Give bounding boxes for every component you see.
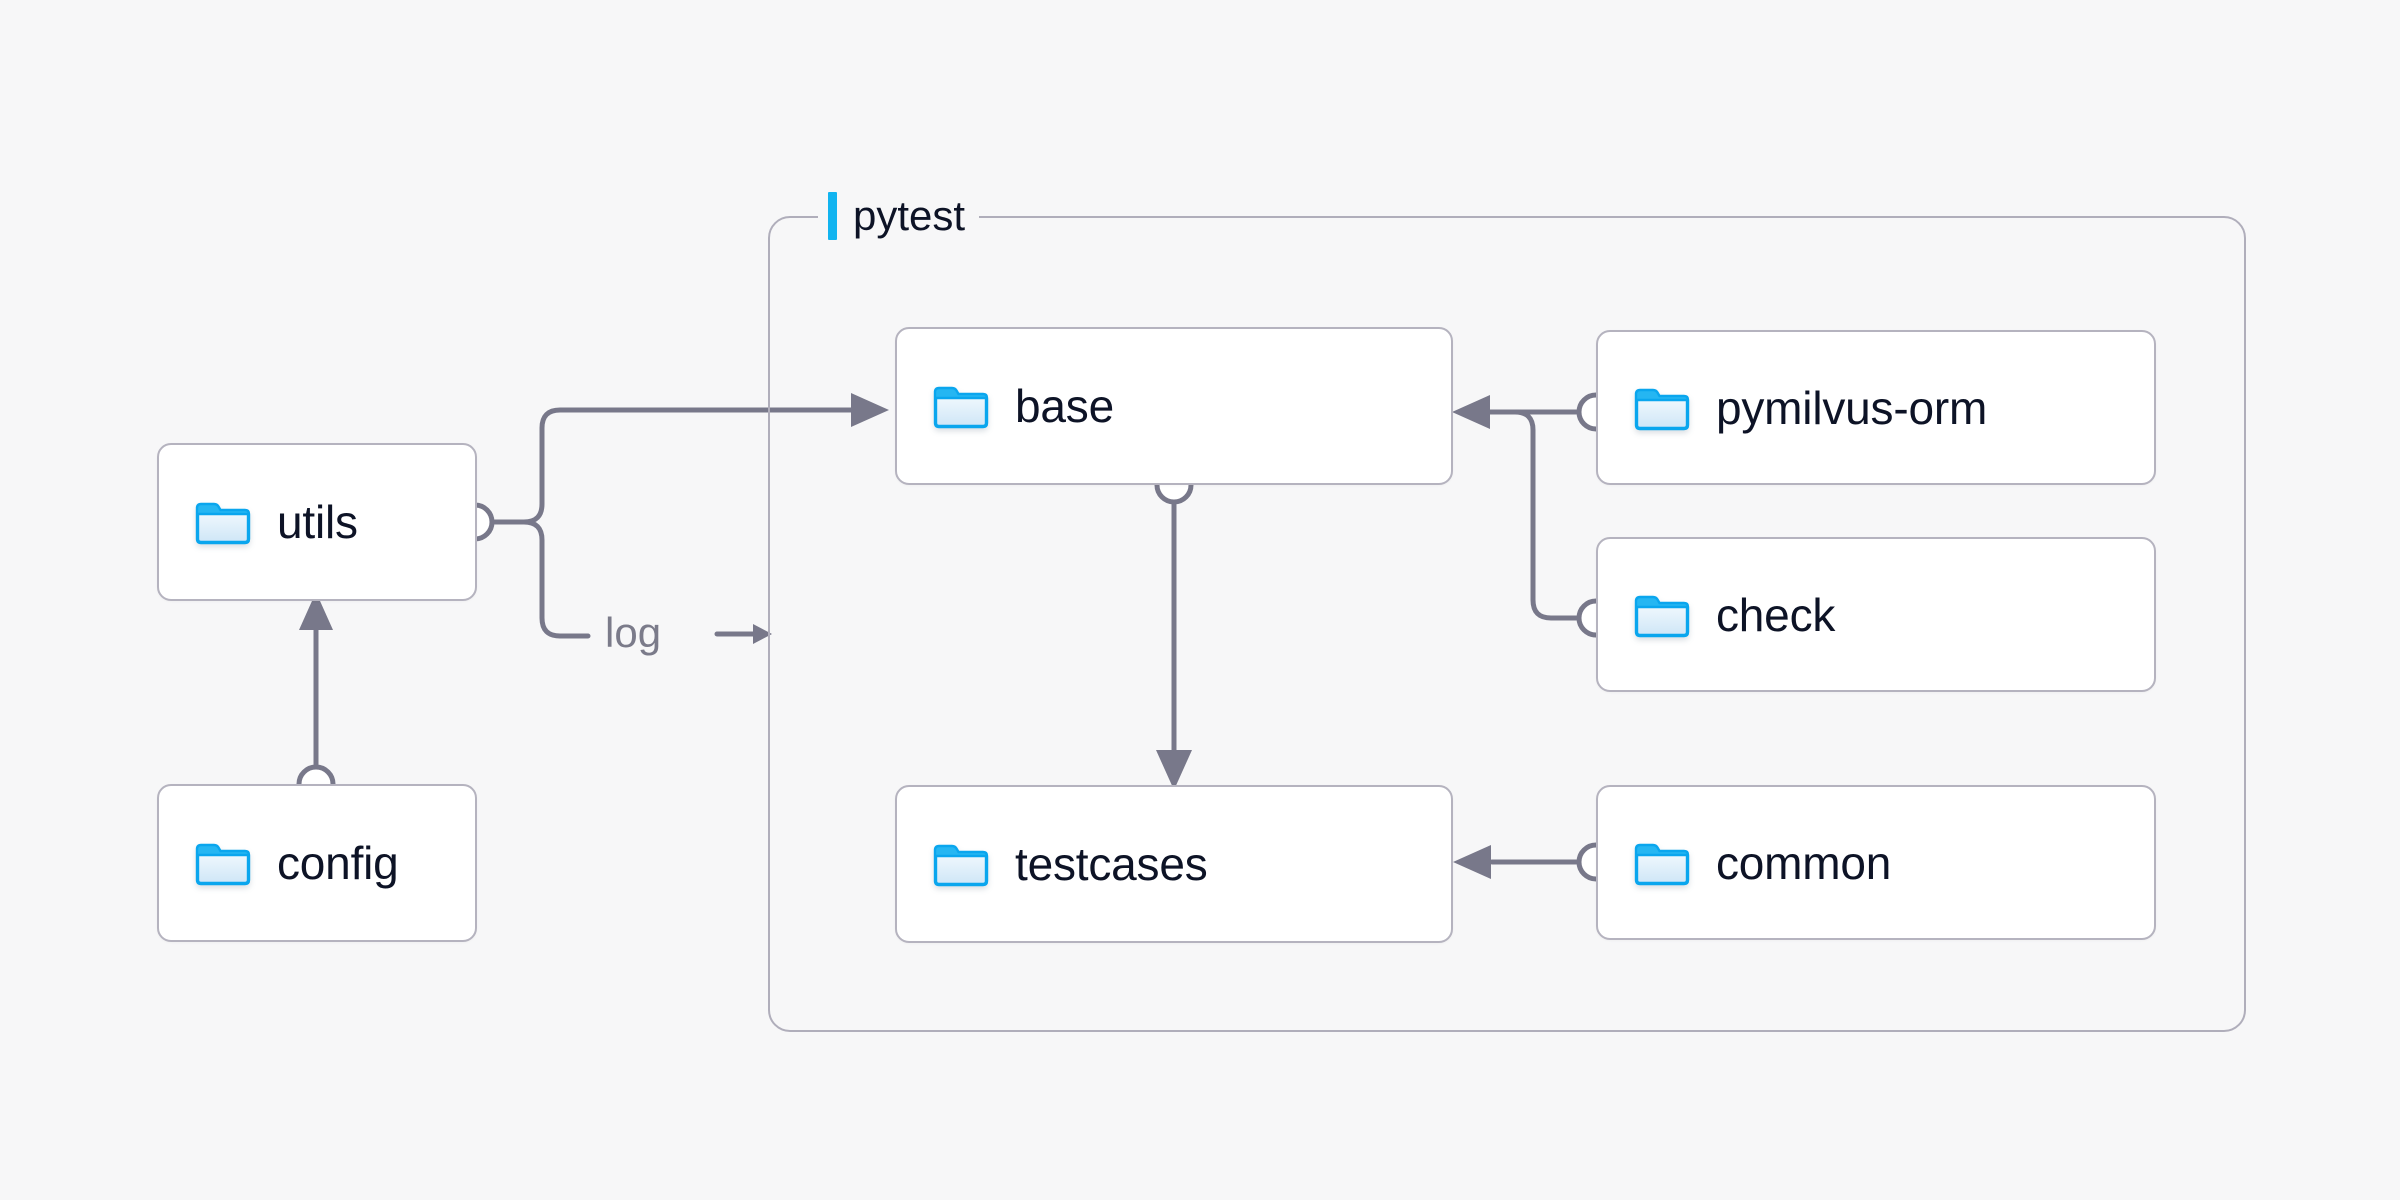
node-common[interactable]: common: [1596, 785, 2156, 940]
node-label: check: [1716, 588, 1836, 641]
edge-label-log: log: [605, 609, 662, 656]
edge-utils-log-branch: [489, 519, 591, 639]
node-check[interactable]: check: [1596, 537, 2156, 692]
node-label: config: [277, 837, 399, 889]
group-title-text: pytest: [853, 192, 966, 239]
node-base[interactable]: base: [895, 327, 1453, 485]
group-pytest: [768, 216, 2246, 1032]
folder-icon: [933, 841, 989, 887]
folder-icon: [933, 383, 989, 429]
log-arrow-icon: [714, 624, 772, 644]
node-utils[interactable]: utils: [157, 443, 477, 601]
folder-icon: [1634, 385, 1690, 431]
node-label: utils: [277, 496, 358, 548]
group-pytest-label: pytest: [818, 186, 980, 246]
group-accent-bar: [828, 192, 837, 240]
node-label: common: [1716, 836, 1892, 889]
folder-icon: [1634, 840, 1690, 886]
node-label: testcases: [1015, 838, 1208, 890]
edge-config-to-utils: [296, 592, 336, 804]
folder-icon: [195, 840, 251, 886]
node-config[interactable]: config: [157, 784, 477, 942]
node-testcases[interactable]: testcases: [895, 785, 1453, 943]
node-label: pymilvus-orm: [1716, 381, 1988, 434]
folder-icon: [1634, 592, 1690, 638]
folder-icon: [195, 499, 251, 545]
node-pymilvus-orm[interactable]: pymilvus-orm: [1596, 330, 2156, 485]
node-label: base: [1015, 380, 1114, 432]
